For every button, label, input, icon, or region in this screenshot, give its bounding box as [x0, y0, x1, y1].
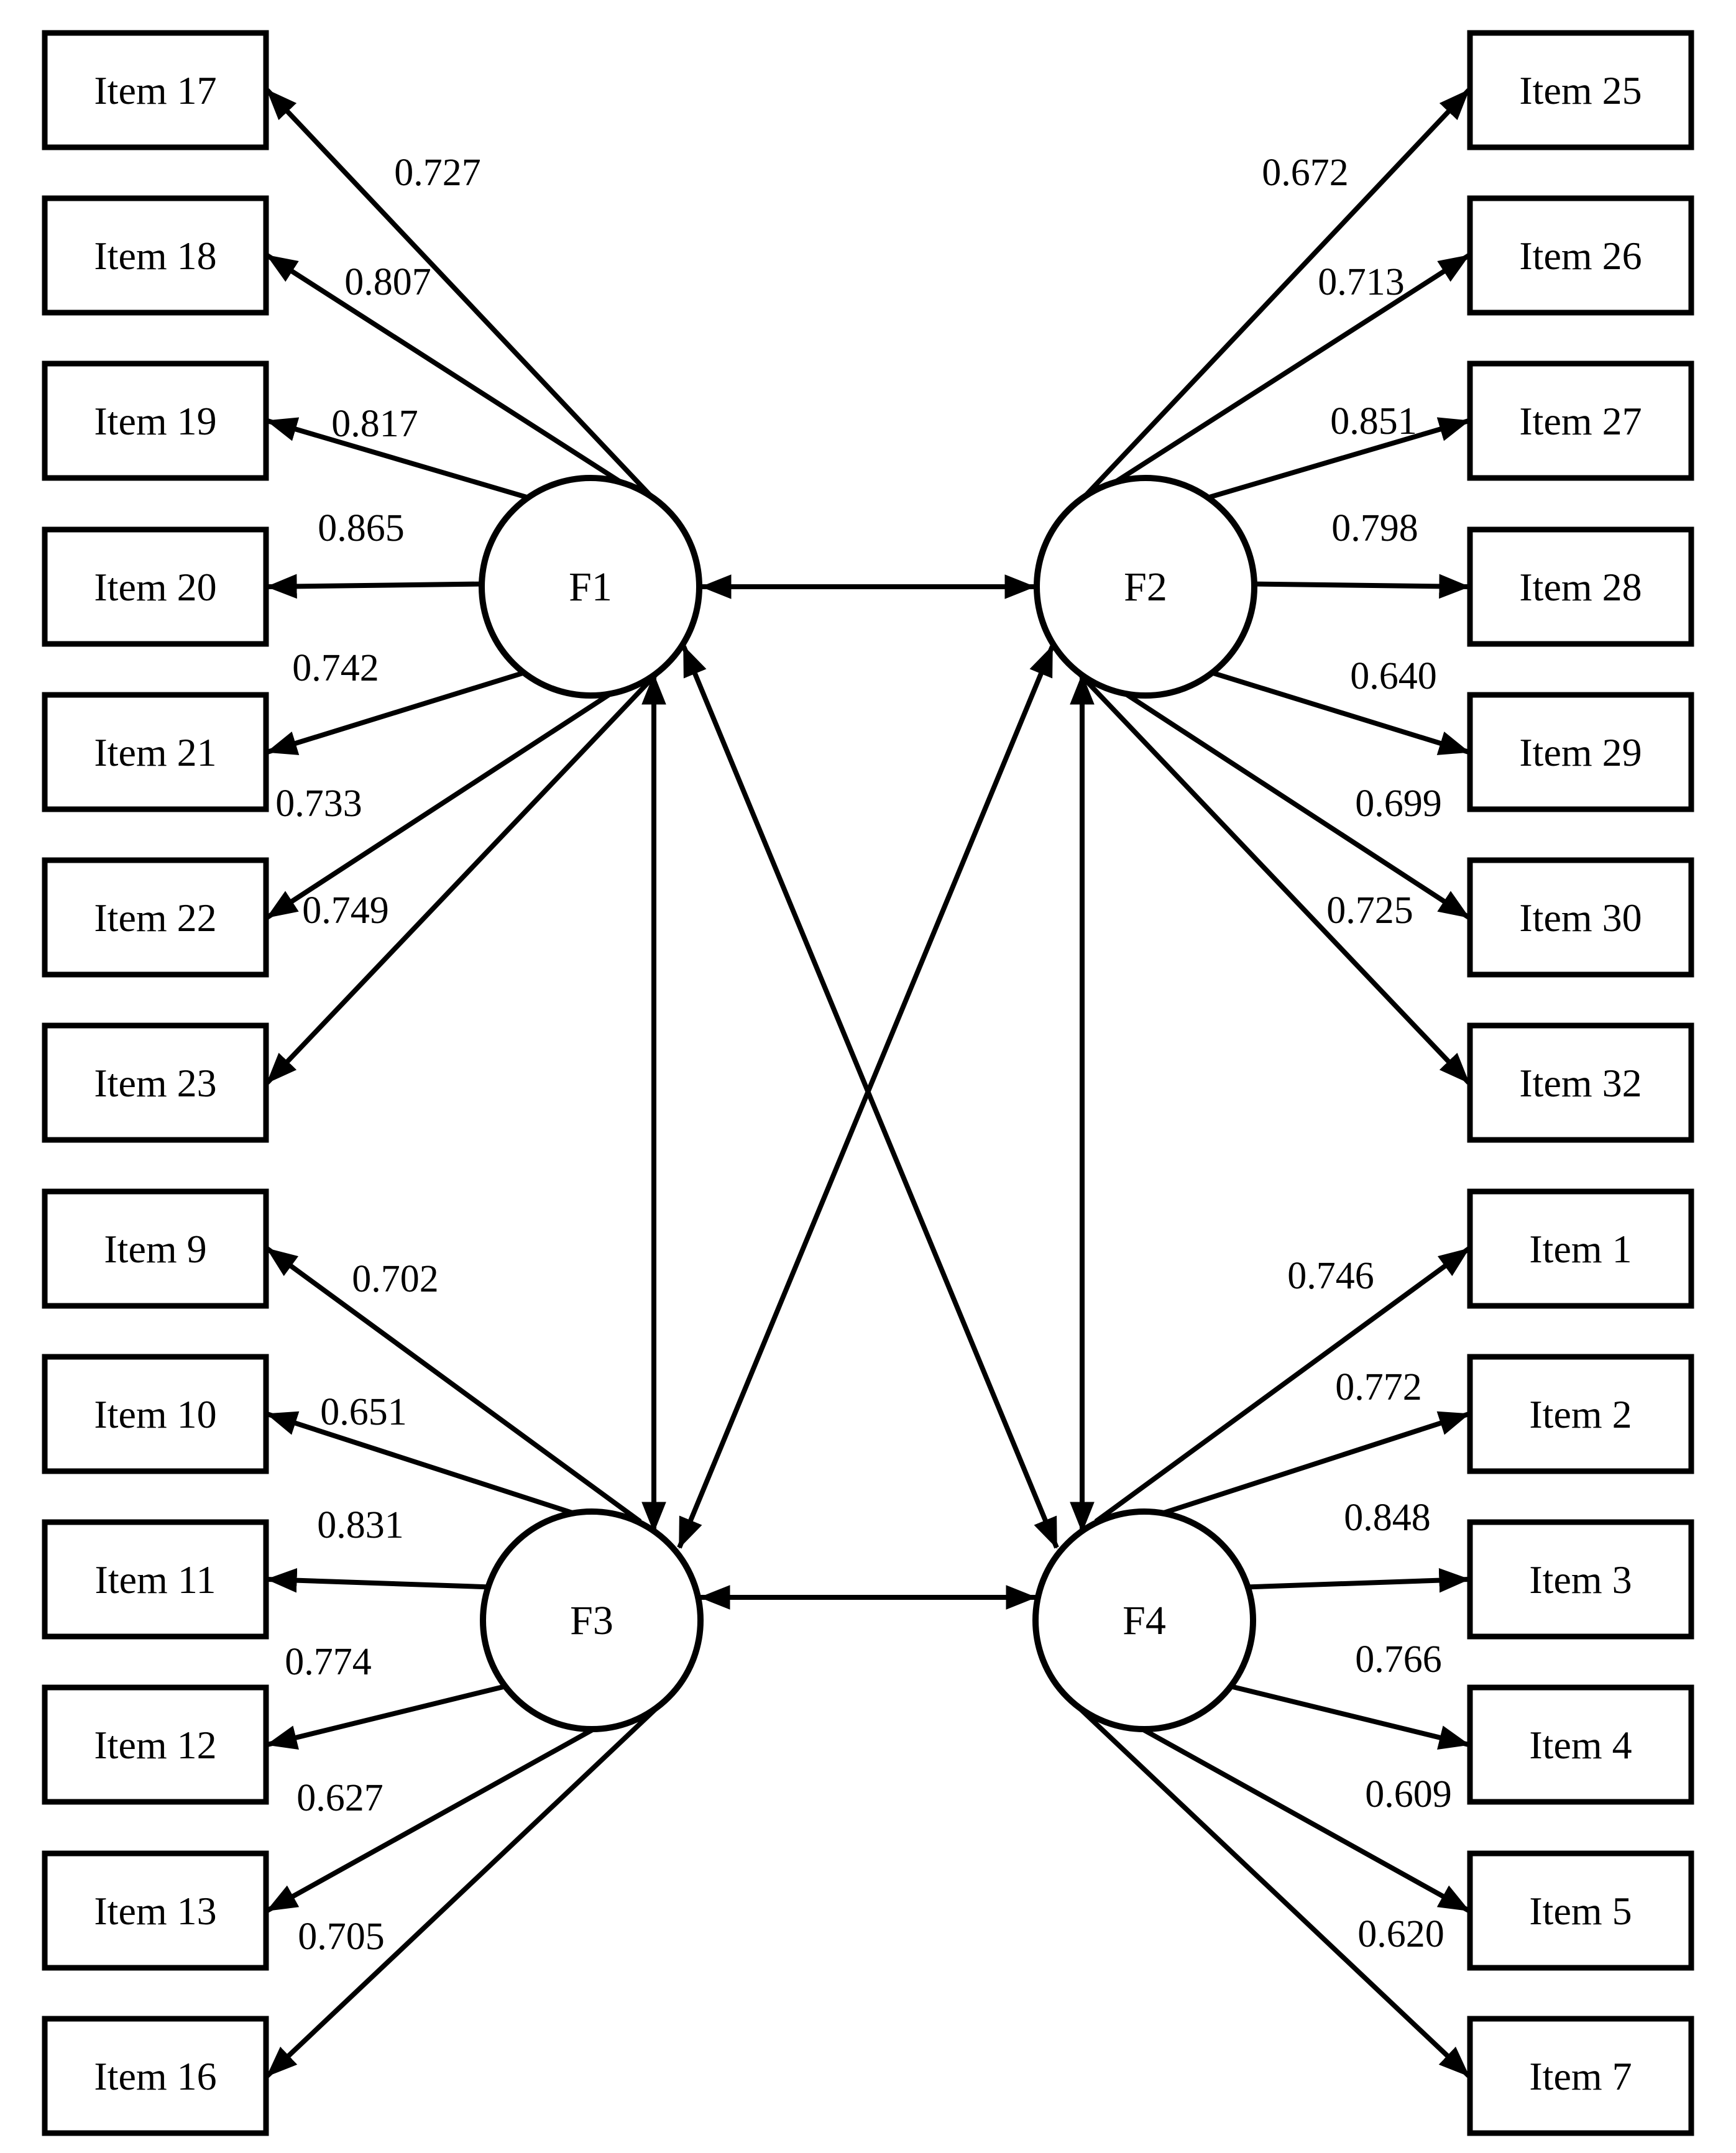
loading-value-f2-item25: 0.672: [1262, 152, 1349, 194]
loading-value-f4-item5: 0.609: [1365, 1773, 1452, 1816]
item-label-item28: Item 28: [1519, 565, 1642, 609]
factor-label-f4: F4: [1123, 1598, 1166, 1643]
item-label-item4: Item 4: [1529, 1723, 1632, 1767]
loading-value-f2-item30: 0.699: [1355, 783, 1442, 825]
loading-value-f2-item26: 0.713: [1318, 261, 1405, 303]
factor-label-f3: F3: [570, 1598, 613, 1643]
item-label-item12: Item 12: [94, 1723, 216, 1767]
loading-value-f4-item4: 0.766: [1355, 1638, 1442, 1681]
loading-arrow-f3-item9: [265, 1246, 642, 1524]
loading-arrow-f4-item7: [1073, 1702, 1471, 2078]
item-label-item32: Item 32: [1519, 1061, 1642, 1105]
loading-value-f2-item27: 0.851: [1330, 400, 1417, 443]
item-label-item23: Item 23: [94, 1061, 216, 1105]
item-label-item29: Item 29: [1519, 730, 1642, 774]
item-box-item28: [1467, 526, 1694, 647]
item-box-item16: [42, 2016, 269, 2136]
factor-label-f1: F1: [569, 564, 612, 610]
item-label-item18: Item 18: [94, 234, 216, 278]
item-label-item26: Item 26: [1519, 234, 1642, 278]
item-box-item11: [42, 1519, 269, 1640]
factor-label-f2: F2: [1124, 564, 1167, 610]
correlation-arrow-f1-f4: [681, 645, 1059, 1549]
loading-value-f1-item20: 0.865: [318, 507, 405, 549]
item-box-item2: [1467, 1354, 1694, 1474]
item-box-item13: [42, 1850, 269, 1971]
item-box-item26: [1467, 195, 1694, 316]
item-label-item22: Item 22: [94, 896, 216, 940]
loading-value-f1-item22: 0.733: [275, 783, 362, 825]
factor-node-f1: [479, 475, 702, 699]
item-box-item29: [1467, 692, 1694, 812]
item-box-item20: [42, 526, 269, 647]
item-box-item27: [1467, 360, 1694, 481]
item-label-item21: Item 21: [94, 730, 216, 774]
item-label-item1: Item 1: [1529, 1227, 1632, 1271]
loading-value-f2-item28: 0.798: [1331, 507, 1418, 549]
item-label-item13: Item 13: [94, 1889, 216, 1933]
item-box-item5: [1467, 1850, 1694, 1971]
item-box-item30: [1467, 857, 1694, 978]
loading-arrow-f1-item23: [265, 668, 662, 1085]
loading-value-f1-item19: 0.817: [331, 403, 418, 445]
loading-value-f3-item10: 0.651: [320, 1391, 407, 1433]
loading-value-f3-item16: 0.705: [298, 1916, 385, 1958]
item-label-item5: Item 5: [1529, 1889, 1632, 1933]
item-box-item25: [1467, 30, 1694, 150]
item-box-item12: [42, 1684, 269, 1805]
loading-arrow-f4-item1: [1094, 1246, 1471, 1524]
item-box-item21: [42, 692, 269, 812]
item-label-item25: Item 25: [1519, 68, 1642, 112]
factor-node-f3: [480, 1508, 704, 1732]
item-label-item11: Item 11: [95, 1558, 216, 1602]
item-label-item19: Item 19: [94, 399, 216, 443]
item-box-item9: [42, 1188, 269, 1309]
item-box-item7: [1467, 2016, 1694, 2136]
loading-value-f4-item1: 0.746: [1287, 1255, 1374, 1297]
item-label-item7: Item 7: [1529, 2054, 1632, 2098]
loading-value-f1-item23: 0.749: [302, 889, 389, 932]
loading-value-f1-item17: 0.727: [394, 152, 481, 194]
loading-value-f4-item7: 0.620: [1357, 1913, 1444, 1955]
loading-arrow-f2-item26: [1062, 253, 1471, 518]
item-label-item3: Item 3: [1529, 1558, 1632, 1602]
item-box-item17: [42, 30, 269, 150]
loading-arrow-f1-item18: [265, 253, 674, 518]
loading-value-f3-item9: 0.702: [352, 1258, 439, 1300]
item-box-item23: [42, 1022, 269, 1143]
item-label-item16: Item 16: [94, 2054, 216, 2098]
item-box-item1: [1467, 1188, 1694, 1309]
factor-node-f4: [1032, 1508, 1256, 1732]
loading-value-f1-item18: 0.807: [344, 261, 431, 303]
loading-arrow-f1-item17: [265, 88, 654, 500]
loading-value-f1-item21: 0.742: [292, 647, 379, 689]
factor-node-f2: [1034, 475, 1257, 699]
item-label-item2: Item 2: [1529, 1392, 1632, 1436]
loading-arrow-f2-item25: [1082, 88, 1471, 500]
item-label-item17: Item 17: [94, 68, 216, 112]
loading-value-f3-item11: 0.831: [317, 1504, 404, 1546]
loading-value-f4-item2: 0.772: [1335, 1366, 1422, 1408]
item-label-item30: Item 30: [1519, 896, 1642, 940]
item-box-item18: [42, 195, 269, 316]
item-label-item9: Item 9: [104, 1227, 206, 1271]
item-box-item10: [42, 1354, 269, 1474]
item-box-item4: [1467, 1684, 1694, 1805]
loading-arrow-f2-item32: [1074, 668, 1471, 1085]
loading-value-f3-item13: 0.627: [296, 1777, 383, 1819]
item-box-item19: [42, 360, 269, 481]
item-box-item3: [1467, 1519, 1694, 1640]
loading-value-f2-item32: 0.725: [1326, 889, 1413, 932]
item-box-item22: [42, 857, 269, 978]
item-label-item27: Item 27: [1519, 399, 1642, 443]
item-label-item20: Item 20: [94, 565, 216, 609]
loading-value-f3-item12: 0.774: [285, 1641, 372, 1683]
item-label-item10: Item 10: [94, 1392, 216, 1436]
loading-arrow-f3-item16: [265, 1702, 663, 2078]
correlation-arrow-f2-f3: [677, 645, 1055, 1549]
loading-value-f4-item3: 0.848: [1344, 1497, 1431, 1539]
item-box-item32: [1467, 1022, 1694, 1143]
loading-value-f2-item29: 0.640: [1350, 655, 1437, 697]
